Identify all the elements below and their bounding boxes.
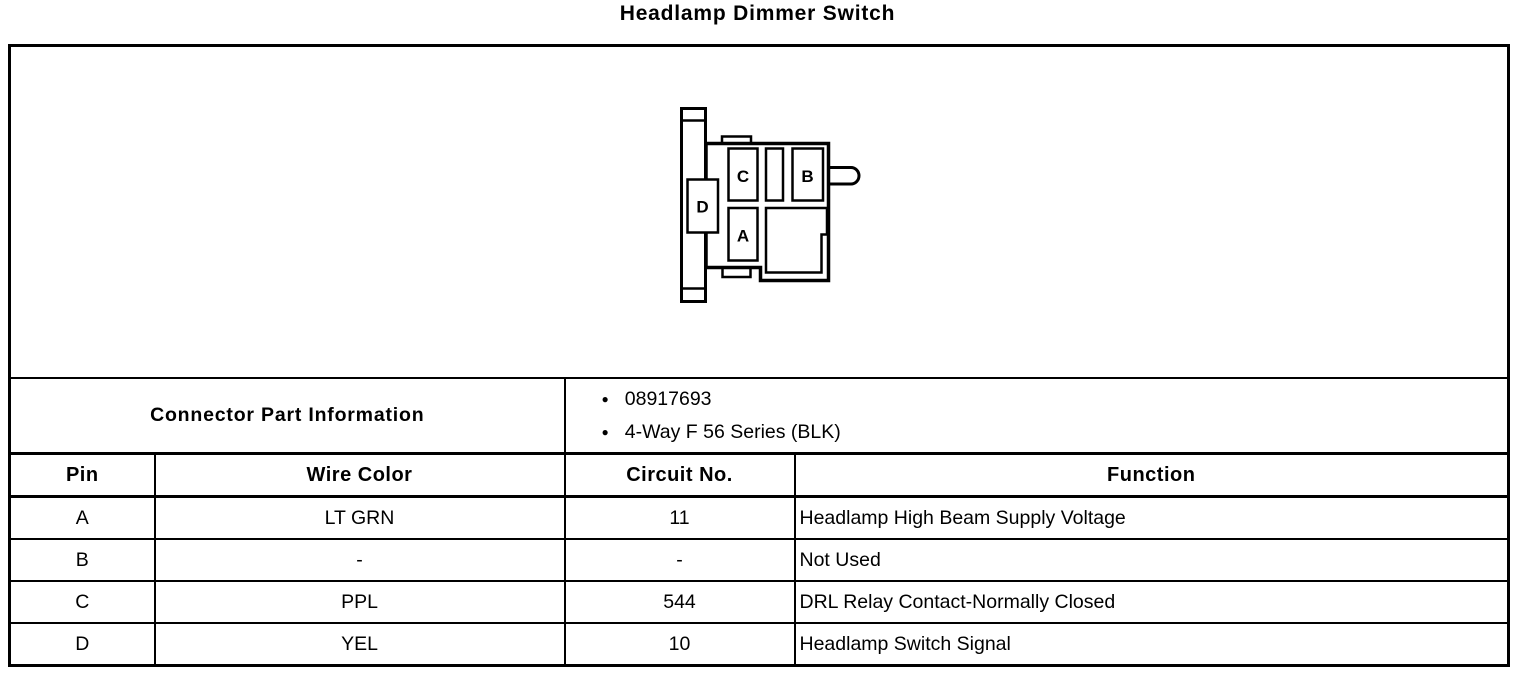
table-row: C PPL 544 DRL Relay Contact-Normally Clo… — [8, 580, 1510, 624]
cavity-a-label: A — [737, 227, 749, 246]
cavity-d-label: D — [696, 198, 708, 217]
diagram-cell: C B A D — [8, 44, 1510, 379]
circuit-no-cell: 11 — [563, 495, 796, 540]
connector-side-pin — [824, 166, 861, 186]
pin-cell: A — [8, 495, 156, 540]
part-series: 4-Way F 56 Series (BLK) — [624, 420, 841, 443]
wire-color-cell: - — [153, 538, 566, 582]
diagram-row: C B A D — [8, 44, 1510, 379]
connector-table: C B A D Connector Part Information ● 089… — [8, 44, 1510, 667]
wire-color-cell: LT GRN — [153, 495, 566, 540]
col-header-wire-color: Wire Color — [153, 452, 566, 498]
part-info-item: ● 4-Way F 56 Series (BLK) — [567, 416, 1507, 449]
bullet-icon: ● — [601, 425, 609, 439]
function-cell: Headlamp Switch Signal — [793, 622, 1510, 667]
table-row: A LT GRN 11 Headlamp High Beam Supply Vo… — [8, 495, 1510, 540]
part-info-item: ● 08917693 — [567, 383, 1507, 416]
cavity-index — [764, 147, 785, 202]
keyway-cavity — [764, 206, 829, 274]
circuit-no-cell: 10 — [563, 622, 796, 667]
circuit-no-cell: 544 — [563, 580, 796, 624]
cavity-b-label: B — [801, 167, 813, 186]
circuit-no-cell: - — [563, 538, 796, 582]
col-header-circuit-no: Circuit No. — [563, 452, 796, 498]
function-cell: Not Used — [793, 538, 1510, 582]
part-info-label: Connector Part Information — [8, 377, 566, 455]
function-cell: DRL Relay Contact-Normally Closed — [793, 580, 1510, 624]
table-row: B - - Not Used — [8, 538, 1510, 582]
cavity-a — [727, 206, 759, 262]
pin-cell: D — [8, 622, 156, 667]
cavity-d — [686, 178, 720, 234]
page-title: Headlamp Dimmer Switch — [619, 2, 896, 25]
table-row: D YEL 10 Headlamp Switch Signal — [8, 622, 1510, 667]
pin-cell: C — [8, 580, 156, 624]
bullet-icon: ● — [601, 392, 609, 406]
function-cell: Headlamp High Beam Supply Voltage — [793, 495, 1510, 540]
table-header-row: Pin Wire Color Circuit No. Function — [8, 452, 1510, 498]
part-number: 08917693 — [624, 387, 712, 410]
part-info-values: ● 08917693 ● 4-Way F 56 Series (BLK) — [563, 377, 1510, 455]
wire-color-cell: YEL — [153, 622, 566, 667]
part-info-row: Connector Part Information ● 08917693 ● … — [8, 377, 1510, 455]
wire-color-cell: PPL — [153, 580, 566, 624]
pin-cell: B — [8, 538, 156, 582]
connector-diagram: C B A D — [680, 107, 861, 303]
col-header-function: Function — [793, 452, 1510, 498]
col-header-pin: Pin — [8, 452, 156, 498]
cavity-c — [727, 147, 759, 202]
cavity-c-label: C — [737, 167, 749, 186]
cavity-b — [791, 147, 825, 202]
